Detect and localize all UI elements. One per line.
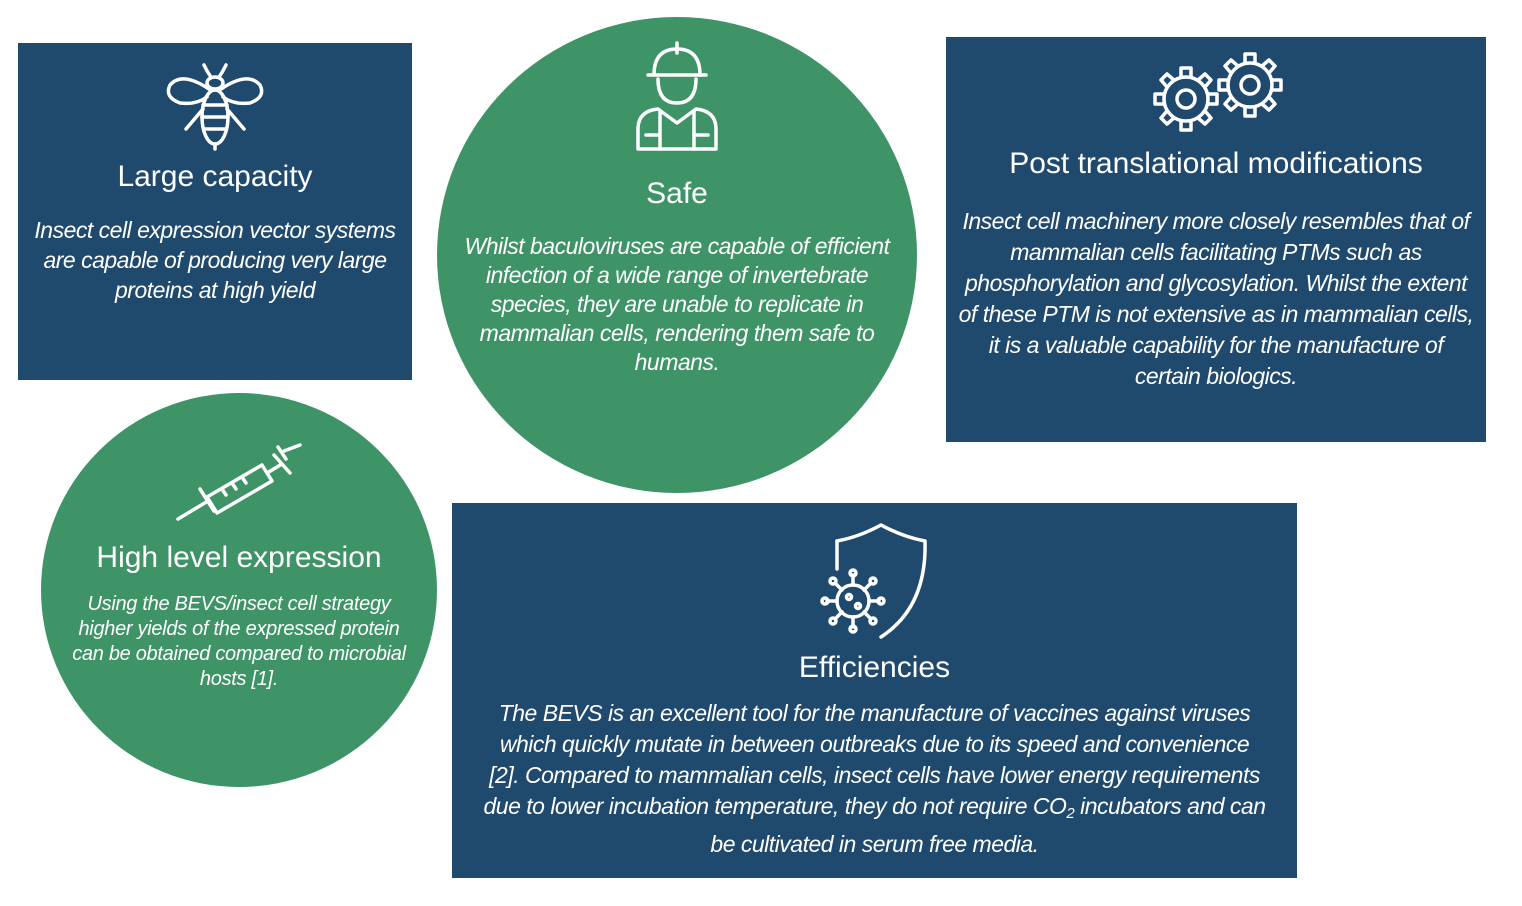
worker-icon (636, 41, 718, 151)
large-capacity-card: Large capacity Insect cell expression ve… (18, 43, 412, 380)
syringe-icon (176, 443, 302, 521)
bee-icon (166, 63, 264, 151)
large-capacity-text: Insect cell expression vector systems ar… (34, 217, 396, 303)
safe-card: Safe Whilst baculoviruses are capable of… (437, 17, 917, 493)
efficiencies-text: The BEVS is an excellent tool for the ma… (482, 698, 1267, 860)
ptm-card: Post translational modifications Insect … (946, 37, 1486, 442)
co2-subscript: 2 (1066, 805, 1075, 822)
efficiencies-card: Efficiencies The BEVS is an excellent to… (452, 503, 1297, 878)
gears-icon (1153, 52, 1283, 132)
ptm-title: Post translational modifications (1009, 147, 1423, 180)
virus-shield-icon (819, 523, 927, 639)
large-capacity-title: Large capacity (117, 160, 313, 193)
high-level-expression-title: High level expression (96, 541, 382, 574)
efficiencies-text-part-1: The BEVS is an excellent tool for the ma… (483, 700, 1260, 819)
efficiencies-text-part-2: incubators and can be cultivated in seru… (710, 793, 1266, 857)
safe-text: Whilst baculoviruses are capable of effi… (464, 233, 890, 375)
efficiencies-title: Efficiencies (798, 651, 951, 684)
safe-title: Safe (646, 177, 708, 210)
high-level-expression-card: High level expression Using the BEVS/ins… (41, 393, 437, 787)
ptm-text: Insect cell machinery more closely resem… (958, 208, 1474, 389)
high-level-expression-text: Using the BEVS/insect cell strategy high… (72, 593, 406, 690)
